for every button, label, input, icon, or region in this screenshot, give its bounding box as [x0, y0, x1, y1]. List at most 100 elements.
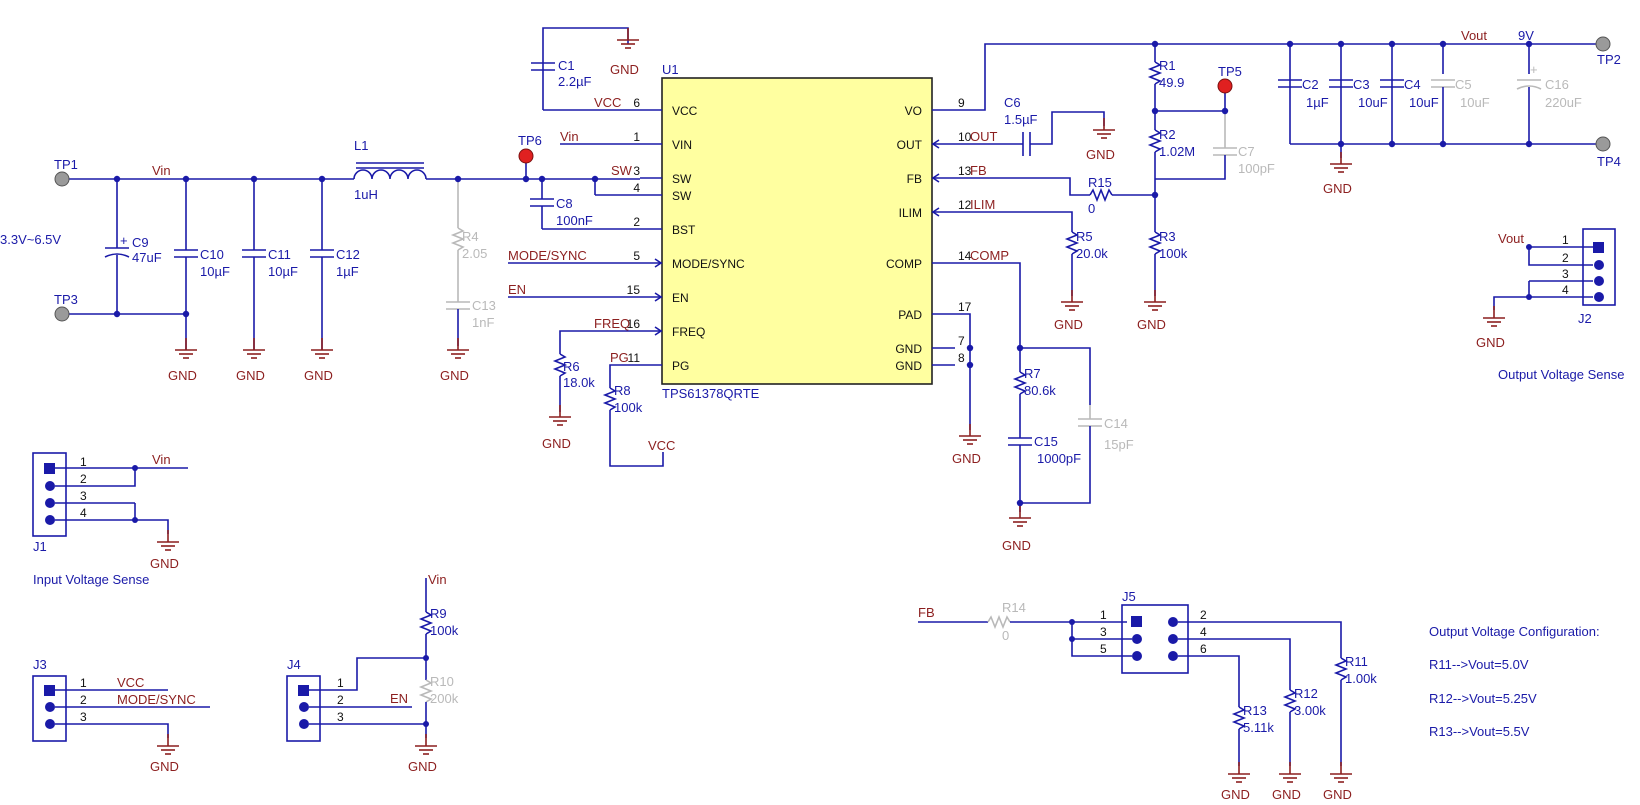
u1-right-pins [931, 109, 955, 366]
r5-ref: R5 [1076, 229, 1093, 244]
output-sense-caption: Output Voltage Sense [1498, 367, 1624, 382]
pin-num-2: 2 [633, 215, 640, 229]
c5-ref: C5 [1455, 77, 1472, 92]
gnd-pad [958, 423, 982, 445]
j3-connector [32, 675, 210, 742]
gnd-label-c11: GND [236, 368, 265, 383]
l1-ref: L1 [354, 138, 368, 153]
j2-pin-3: 3 [1562, 267, 1569, 281]
pin-num-17: 17 [958, 300, 972, 314]
u1-left-pins [640, 109, 663, 366]
c11-ref: C11 [268, 247, 291, 262]
c3-val: 10uF [1358, 95, 1388, 110]
gnd-label-r3: GND [1137, 317, 1166, 332]
l1-val: 1uH [354, 187, 378, 202]
gnd-label-r13: GND [1221, 787, 1250, 802]
gnd-r3 [1143, 289, 1167, 311]
gnd-label-r5: GND [1054, 317, 1083, 332]
input-wiring [62, 27, 664, 467]
net-sw: SW [611, 163, 633, 178]
gnd-label-j2: GND [1476, 335, 1505, 350]
gnd-r6 [548, 404, 572, 426]
tp5-label: TP5 [1218, 64, 1242, 79]
pin-name-gnd7: GND [895, 342, 922, 356]
tp5-marker[interactable] [1217, 78, 1233, 94]
c11-val: 10µF [268, 264, 298, 279]
net-vcc: VCC [594, 95, 621, 110]
j1-pin-3: 3 [80, 489, 87, 503]
gnd-label-c12: GND [304, 368, 333, 383]
gnd-label-r6: GND [542, 436, 571, 451]
gnd-c6 [1092, 117, 1116, 139]
gnd-j1 [156, 529, 180, 551]
j5-net-fb: FB [918, 605, 935, 620]
r11-val: 1.00k [1345, 671, 1377, 686]
gnd-label-c1: GND [610, 62, 639, 77]
pin-name-ilim: ILIM [899, 206, 922, 220]
gnd-c13 [446, 337, 470, 359]
gnd-r11 [1329, 761, 1353, 783]
r4-ref: R4 [462, 229, 479, 244]
r9-val: 100k [430, 623, 459, 638]
tp3-marker[interactable] [54, 306, 70, 322]
c4-ref: C4 [1404, 77, 1421, 92]
c16-val: 220uF [1545, 95, 1582, 110]
j4-pin-1: 1 [337, 676, 344, 690]
u1-part: TPS61378QRTE [662, 386, 760, 401]
j3-pin-2: 2 [80, 693, 87, 707]
output-junctions [966, 40, 1533, 507]
r9-ref: R9 [430, 606, 447, 621]
c5-val: 10uF [1460, 95, 1490, 110]
r1-ref: R1 [1159, 58, 1176, 73]
j3-net-mode: MODE/SYNC [117, 692, 196, 707]
r1-val: 49.9 [1159, 75, 1184, 90]
j1-net-vin: Vin [152, 452, 171, 467]
gnd-label-c13: GND [440, 368, 469, 383]
c13-val: 1nF [472, 315, 494, 330]
tp1-label: TP1 [54, 157, 78, 172]
c2-val: 1µF [1306, 95, 1329, 110]
pin-num-8: 8 [958, 351, 965, 365]
c7-ref: C7 [1238, 144, 1255, 159]
pin-num-1: 1 [633, 130, 640, 144]
gnd-c11 [242, 337, 266, 359]
net-vin: Vin [560, 129, 579, 144]
pin-num-4: 4 [633, 181, 640, 195]
j5-ref: J5 [1122, 589, 1136, 604]
pin-num-10: 10 [958, 130, 972, 144]
r2-val: 1.02M [1159, 144, 1195, 159]
gnd-label-comp: GND [1002, 538, 1031, 553]
pin-num-5: 5 [633, 249, 640, 263]
j3-net-vcc: VCC [117, 675, 144, 690]
config-r13: R13-->Vout=5.5V [1429, 724, 1530, 739]
net-vcc-pg: VCC [648, 438, 675, 453]
tp1-marker[interactable] [54, 171, 70, 187]
pin-num-9: 9 [958, 96, 965, 110]
j4-connector [286, 578, 434, 742]
j5-pin-5: 5 [1100, 642, 1107, 656]
pin-num-3: 3 [633, 164, 640, 178]
gnd-j2 [1482, 305, 1506, 327]
r11-ref: R11 [1345, 654, 1368, 669]
pin-name-comp: COMP [886, 257, 922, 271]
tp2-marker[interactable] [1595, 36, 1611, 52]
r7-ref: R7 [1024, 366, 1041, 381]
j5-pin-3: 3 [1100, 625, 1107, 639]
tp4-marker[interactable] [1595, 136, 1611, 152]
gnd-label-c6: GND [1086, 147, 1115, 162]
j5-pin-1: 1 [1100, 608, 1107, 622]
gnd-label-r11: GND [1323, 787, 1352, 802]
gnd-label-pad: GND [952, 451, 981, 466]
r5-val: 20.0k [1076, 246, 1108, 261]
net-pg: PG [610, 350, 629, 365]
c7-val: 100pF [1238, 161, 1275, 176]
j1-pin-1: 1 [80, 455, 87, 469]
pin-name-pg: PG [672, 359, 689, 373]
c1-ref: C1 [558, 58, 575, 73]
net-comp: COMP [970, 248, 1009, 263]
tp6-marker[interactable] [518, 148, 534, 164]
j2-net-vout: Vout [1498, 231, 1524, 246]
vin-range: 3.3V~6.5V [0, 232, 61, 247]
tp3-label: TP3 [54, 292, 78, 307]
j2-ref: J2 [1578, 311, 1592, 326]
